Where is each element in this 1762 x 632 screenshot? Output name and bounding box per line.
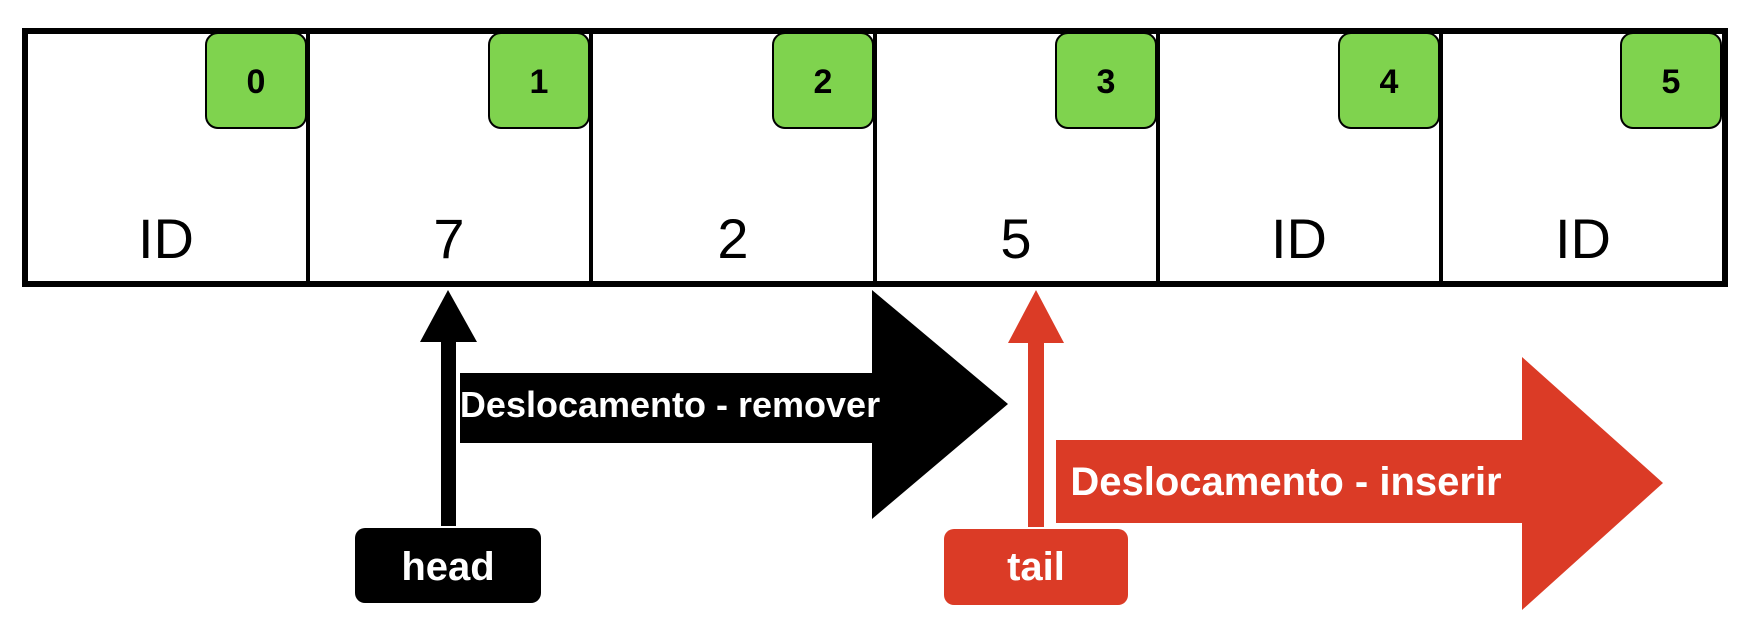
index-badge [205,32,307,129]
cell-value: ID [1271,207,1327,270]
cell-value: ID [138,207,194,270]
head-pointer-shaft [441,342,456,526]
index-label: 0 [247,63,266,101]
head-label: head [401,545,494,589]
index-badge [1338,32,1440,129]
queue-cell-1: 1 7 [433,31,593,284]
insert-arrow-shape [1056,357,1663,610]
remove-arrow-label: Deslocamento - remover [460,384,880,425]
cell-value: 7 [433,207,464,270]
index-badge [488,32,590,129]
remove-shift-arrow: Deslocamento - remover [460,290,1008,519]
index-label: 2 [814,63,833,101]
tail-pointer: tail [944,290,1128,605]
tail-label: tail [1007,545,1065,589]
queue-array: 0 ID 1 7 2 2 3 5 4 ID [22,28,1728,287]
insert-arrow-label: Deslocamento - inserir [1070,460,1501,504]
cell-value: 2 [717,207,748,270]
tail-label-box [944,529,1128,605]
queue-cell-2: 2 2 [717,31,877,284]
tail-pointer-shaft [1028,343,1044,527]
index-label: 5 [1662,63,1681,101]
index-label: 4 [1380,63,1399,101]
cell-value: 5 [1000,207,1031,270]
index-badge [1055,32,1157,129]
queue-cell-3: 3 5 [1000,31,1160,284]
tail-pointer-arrowhead [1008,290,1064,343]
queue-cell-0: 0 ID [138,31,310,284]
index-badge [1620,32,1722,129]
index-label: 3 [1097,63,1116,101]
head-pointer-arrowhead [420,290,477,342]
cell-value: ID [1555,207,1611,270]
index-label: 1 [530,63,549,101]
queue-cell-5: 5 ID [1555,32,1722,270]
head-label-box [355,528,541,603]
insert-shift-arrow: Deslocamento - inserir [1056,357,1663,610]
queue-cell-4: 4 ID [1271,31,1443,284]
remove-arrow-shape [460,290,1008,519]
head-pointer: head [355,290,541,603]
index-badge [772,32,874,129]
